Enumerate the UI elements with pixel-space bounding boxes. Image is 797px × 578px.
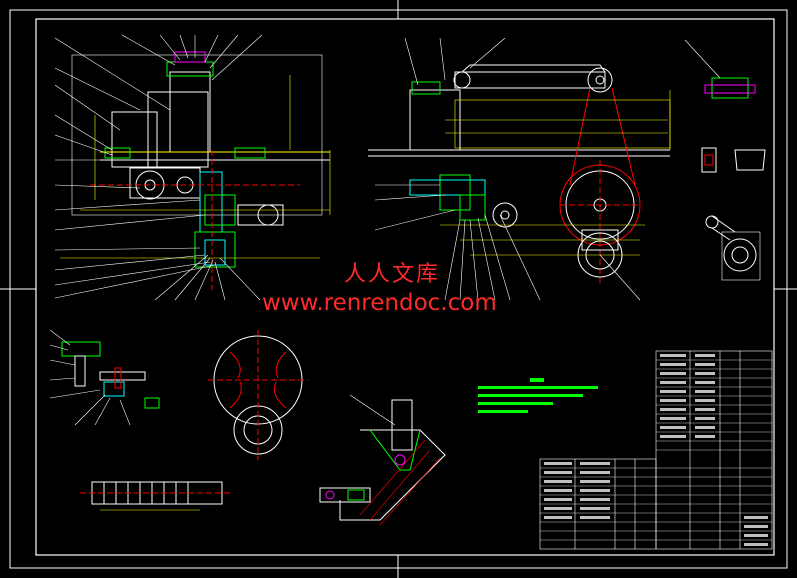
cam-disk-view (208, 330, 308, 460)
technical-notes (478, 378, 598, 413)
title-block (539, 350, 773, 550)
inclined-section-view (319, 394, 446, 526)
detail-section-lowerleft (49, 329, 160, 426)
detail-part-topright (684, 39, 766, 281)
title-block-text-marks (544, 354, 768, 546)
shaft-view (80, 481, 232, 511)
right-main-view (368, 37, 671, 301)
left-main-view (54, 34, 331, 301)
